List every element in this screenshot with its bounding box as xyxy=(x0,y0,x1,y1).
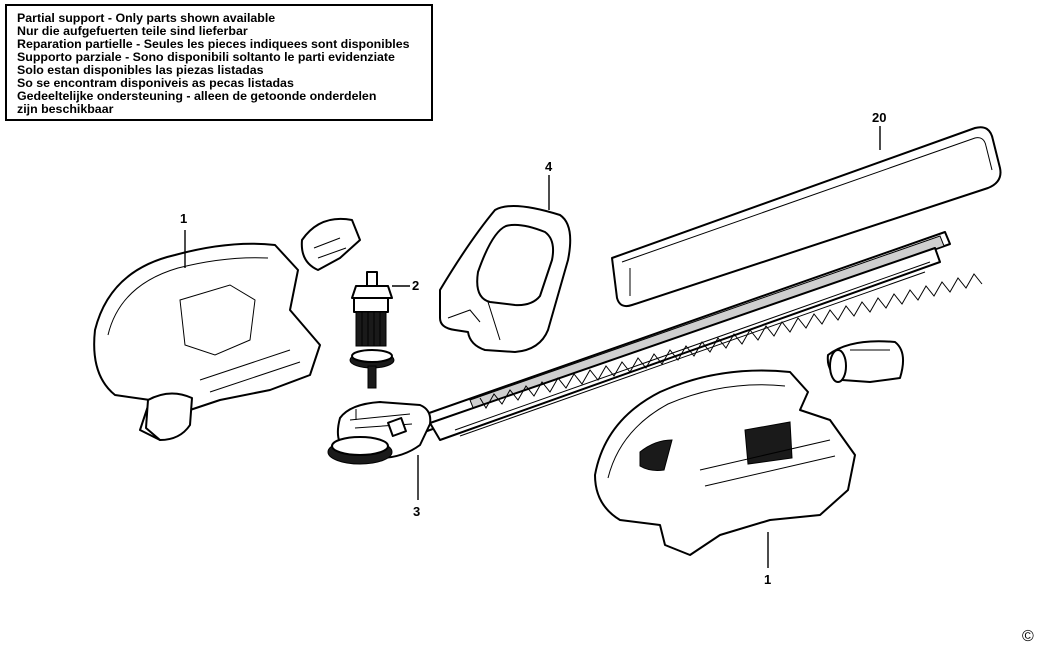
notice-line: Partial support - Only parts shown avail… xyxy=(17,11,276,25)
blade-assembly-part xyxy=(327,231,983,465)
notice-line: Reparation partielle - Seules les pieces… xyxy=(17,37,410,51)
armature-part xyxy=(349,271,395,389)
partial-support-notice: Partial support - Only parts shown avail… xyxy=(5,4,433,121)
callout-part-1-right: 1 xyxy=(764,572,771,587)
blade-guard-part xyxy=(611,126,1002,308)
callout-part-20: 20 xyxy=(872,110,886,125)
notice-line: Nur die aufgefuerten teile sind lieferba… xyxy=(17,24,248,38)
notice-line: zijn beschikbaar xyxy=(17,102,114,116)
copyright-mark: © xyxy=(1022,628,1034,645)
housing-right-part xyxy=(594,340,905,556)
front-handle-part xyxy=(439,205,572,353)
callout-part-2: 2 xyxy=(412,278,419,293)
housing-left-part xyxy=(93,218,361,441)
callout-part-1-left: 1 xyxy=(180,211,187,226)
notice-line: Supporto parziale - Sono disponibili sol… xyxy=(17,50,395,64)
notice-line: Solo estan disponibles las piezas listad… xyxy=(17,63,264,77)
notice-line: So se encontram disponiveis as pecas lis… xyxy=(17,76,294,90)
notice-line: Gedeeltelijke ondersteuning - alleen de … xyxy=(17,89,377,103)
callout-part-4: 4 xyxy=(545,159,553,174)
callout-part-3: 3 xyxy=(413,504,420,519)
